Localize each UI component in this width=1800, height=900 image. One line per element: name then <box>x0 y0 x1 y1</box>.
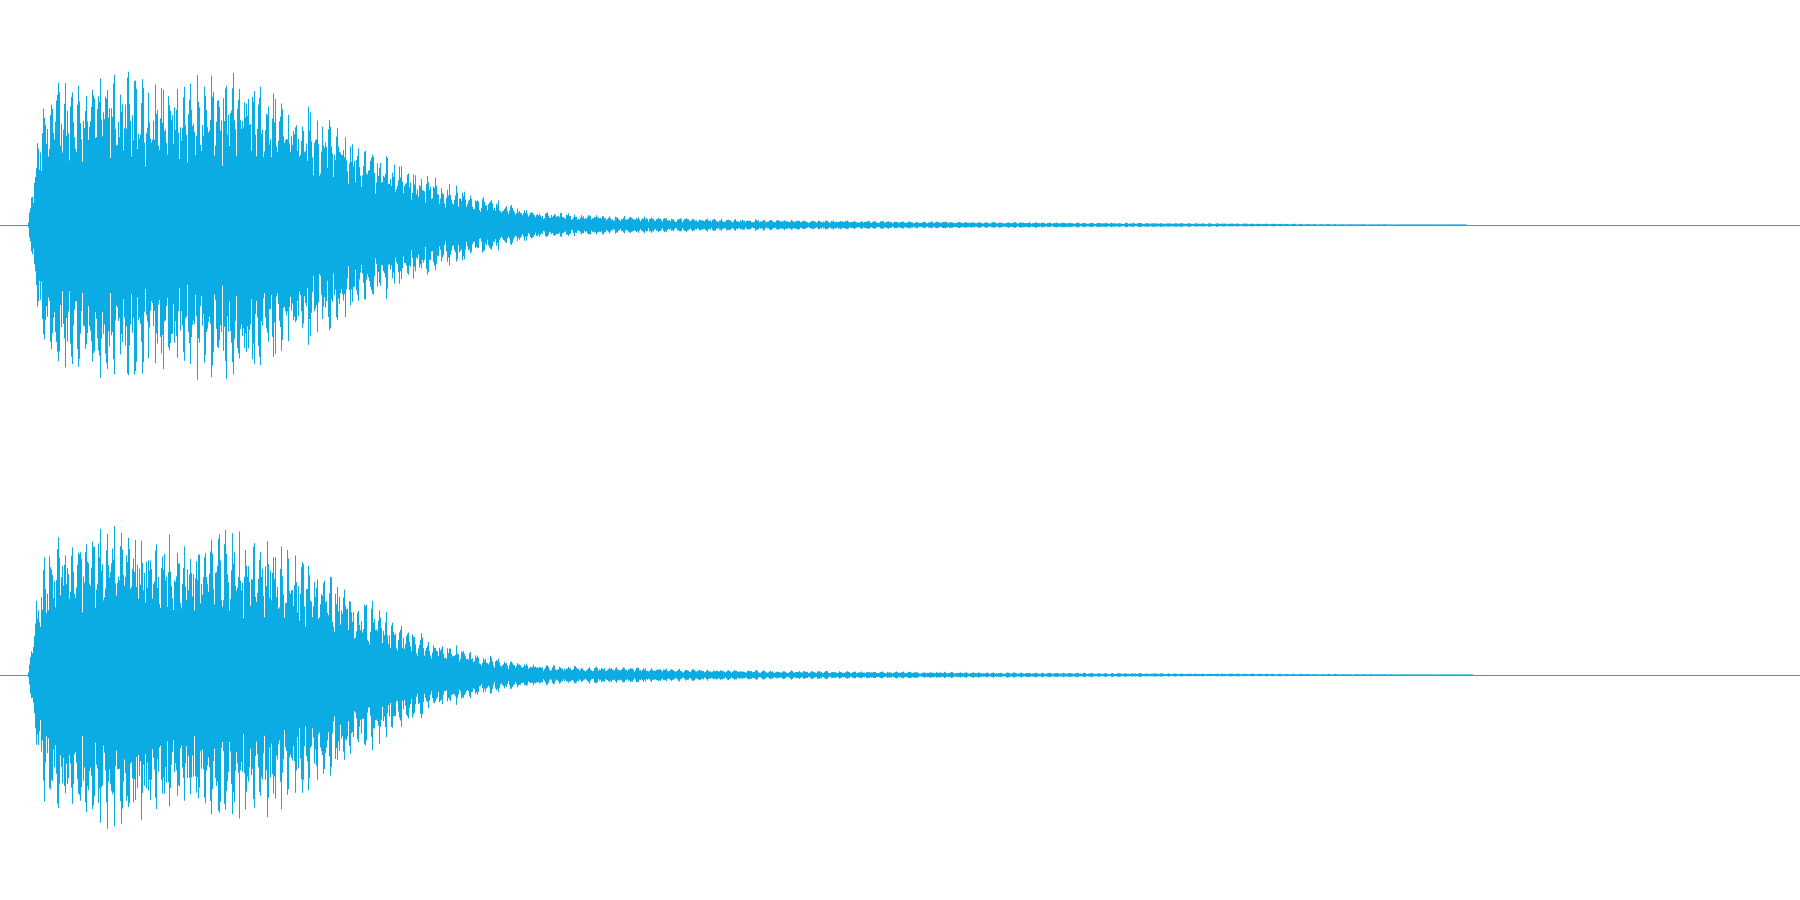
channel-2-track[interactable] <box>0 526 1800 829</box>
channel-1-track[interactable] <box>0 71 1800 380</box>
